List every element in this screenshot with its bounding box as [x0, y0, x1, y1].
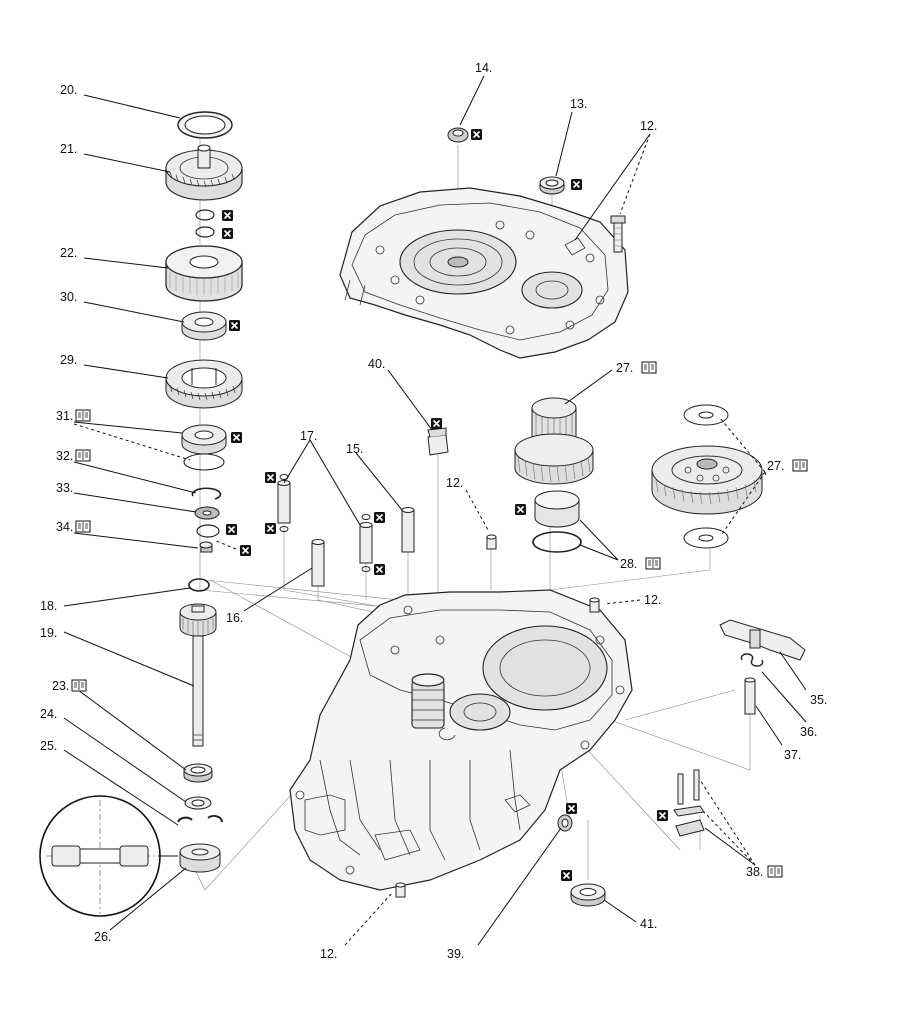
part-19-shaft [179, 603, 217, 747]
label-41: 41. [640, 917, 657, 931]
part-31-bearing [181, 424, 243, 471]
part-28-sleeve [514, 490, 582, 553]
part-27-gear-shaft [514, 397, 594, 485]
label-39: 39. [447, 947, 464, 961]
label-22: 22. [60, 246, 77, 260]
part-22-drum [165, 245, 243, 302]
part-37-pin [744, 677, 756, 715]
label-23: 23. [52, 679, 69, 693]
label-32: 32. [56, 449, 73, 463]
part-34-clip [199, 541, 252, 557]
label-33: 33. [56, 481, 73, 495]
part-38-bolts-brackets [656, 769, 705, 837]
label-18: 18. [40, 599, 57, 613]
label-34: 34. [56, 520, 73, 534]
label-14: 14. [475, 61, 492, 75]
label-30: 30. [60, 290, 77, 304]
label-27-right: 27. [767, 459, 784, 473]
label-25: 25. [40, 739, 57, 753]
label-29: 29. [60, 353, 77, 367]
label-27-center: 27. [616, 361, 633, 375]
label-16: 16. [226, 611, 243, 625]
part-20-seal-ring [177, 111, 233, 139]
part-18-ring [188, 578, 210, 592]
part-23-seal [183, 763, 213, 783]
part-12-dowels [395, 534, 600, 898]
label-12-top: 12. [640, 119, 657, 133]
part-29-gear [165, 359, 243, 409]
part-35-shift-fork [719, 619, 806, 661]
detail-magnifier [39, 795, 178, 917]
part-12-bolt [610, 215, 626, 253]
part-27-large-gear [651, 404, 763, 549]
label-40: 40. [368, 357, 385, 371]
label-36: 36. [800, 725, 817, 739]
label-20: 20. [60, 83, 77, 97]
part-39-seal [557, 802, 578, 832]
part-15-pin [401, 507, 415, 553]
transmission-housing-top [339, 187, 629, 359]
o-ring [196, 523, 238, 538]
label-12-right: 12. [644, 593, 661, 607]
label-38: 38. [746, 865, 763, 879]
label-19: 19. [40, 626, 57, 640]
part-14-seal [447, 127, 483, 143]
part-16-pin [311, 539, 325, 587]
part-labels: 20. 21. 22. 30. 29. 31. 32. 33. 34. 18. … [40, 61, 827, 961]
part-30-bearing [181, 311, 241, 341]
label-26: 26. [94, 930, 111, 944]
part-40-block [427, 417, 449, 456]
label-17: 17. [300, 429, 317, 443]
label-37: 37. [784, 748, 801, 762]
label-12-mid: 12. [446, 476, 463, 490]
part-21-gear [165, 144, 243, 201]
part-26-bearing [179, 843, 221, 873]
label-24: 24. [40, 707, 57, 721]
label-21: 21. [60, 142, 77, 156]
label-31: 31. [56, 409, 73, 423]
transmission-housing-bottom [289, 589, 633, 891]
label-15: 15. [346, 442, 363, 456]
label-12-bottom: 12. [320, 947, 337, 961]
part-25-split-rings [177, 814, 224, 823]
label-35: 35. [810, 693, 827, 707]
part-41-seal [560, 869, 606, 907]
guide-lines [194, 135, 751, 891]
label-28: 28. [620, 557, 637, 571]
part-36-spring [740, 653, 764, 667]
part-13-seal [539, 176, 583, 195]
snap-rings-21 [195, 209, 234, 240]
part-32-snap-ring [191, 487, 222, 500]
part-24-seal [184, 796, 212, 810]
leader-lines [63, 75, 807, 946]
part-33-washer [194, 506, 220, 520]
label-13: 13. [570, 97, 587, 111]
part-17-pipes [264, 471, 386, 576]
